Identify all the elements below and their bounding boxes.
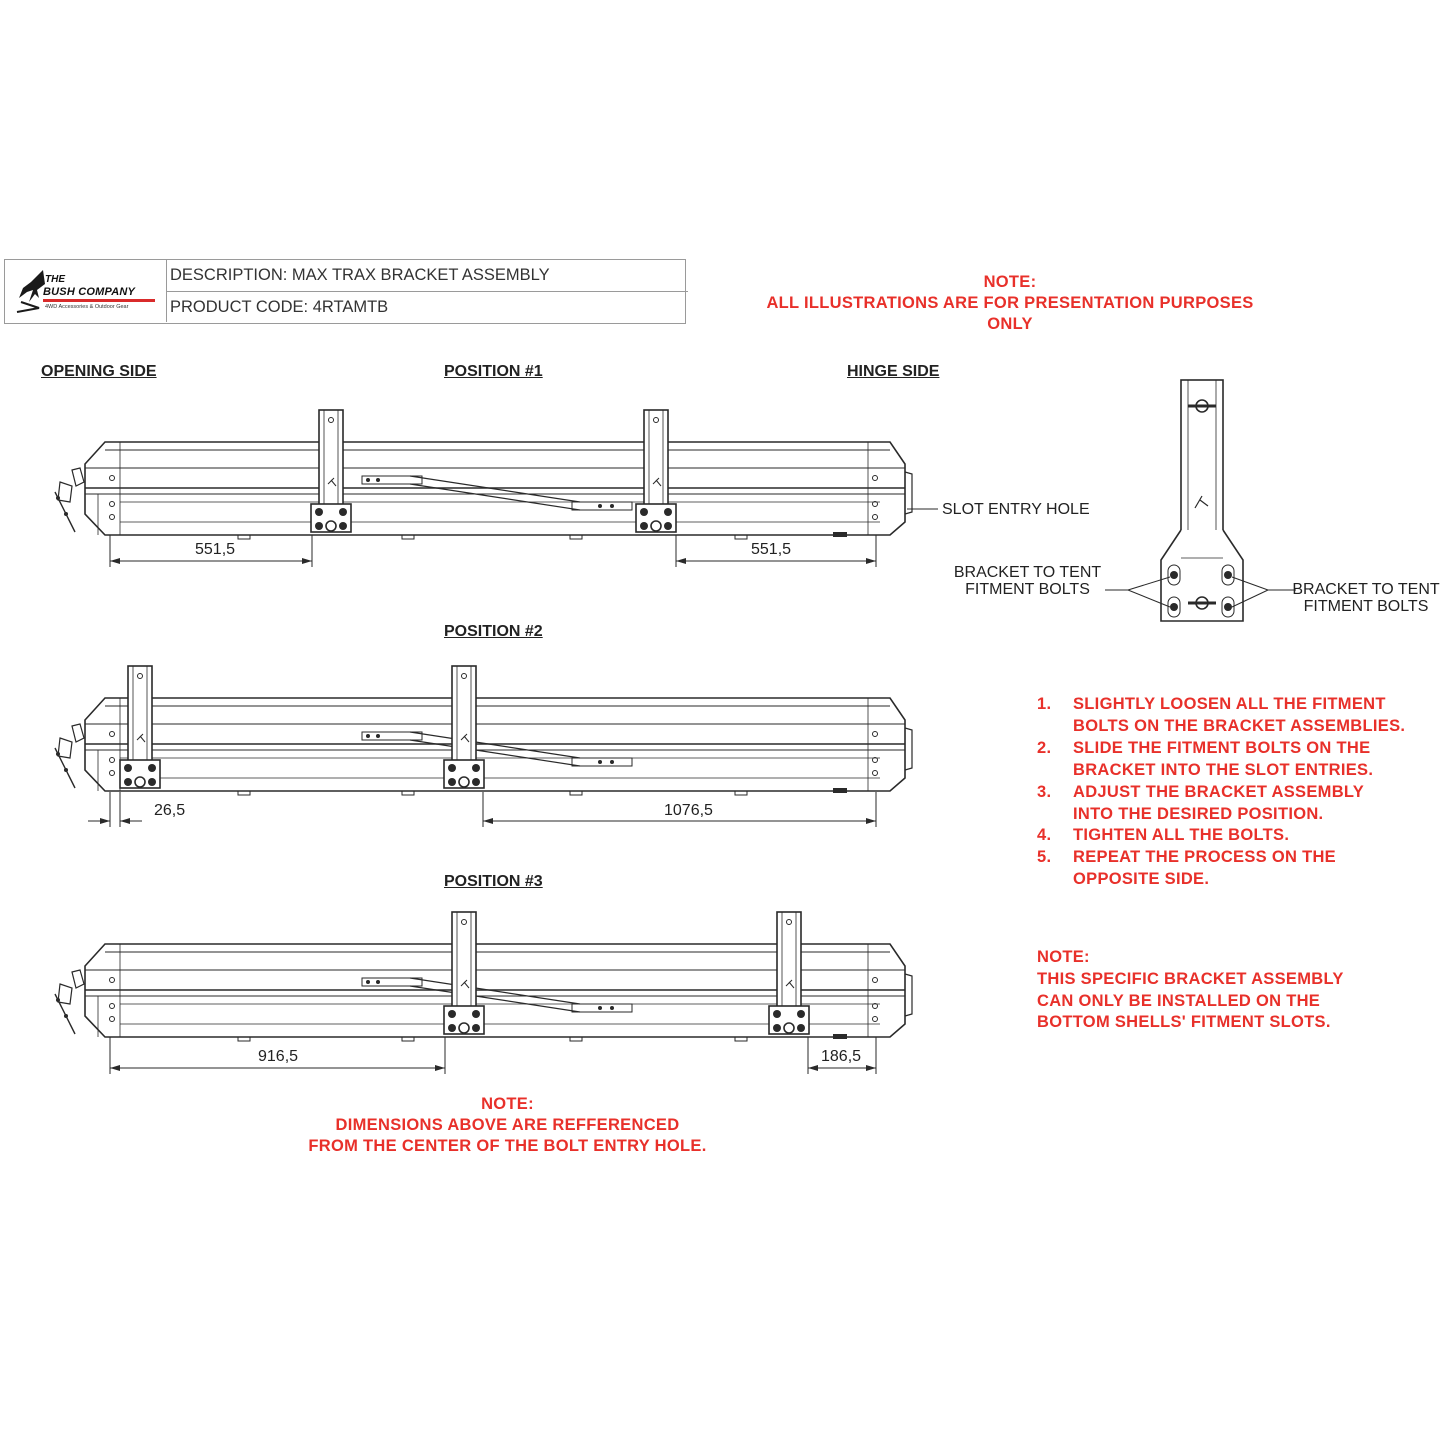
step-5-line2: OPPOSITE SIDE. — [1073, 870, 1210, 888]
step-1-line1: SLIGHTLY LOOSEN ALL THE FITMENT — [1073, 695, 1386, 713]
step-1-number: 1. — [1037, 695, 1052, 713]
bracket-p2-left — [119, 665, 161, 789]
hinge-side-label: HINGE SIDE — [847, 363, 940, 380]
dim-p1-right: 551,5 — [751, 541, 792, 558]
step-3-line2: INTO THE DESIRED POSITION. — [1073, 805, 1324, 823]
dimension-lines-p2 — [88, 792, 877, 827]
title-block: THE BUSH COMPANY 4WD Accessories & Outdo… — [4, 259, 688, 324]
bolts-label-right: BRACKET TO TENT FITMENT BOLTS — [1290, 581, 1442, 615]
bracket-p3-left — [443, 911, 485, 1035]
tent-position-1 — [54, 441, 913, 540]
dim-p3-right: 186,5 — [821, 1048, 862, 1065]
instruction-steps: 1. SLIGHTLY LOOSEN ALL THE FITMENT BOLTS… — [1037, 694, 1437, 894]
bolts-label-left: BRACKET TO TENT FITMENT BOLTS — [950, 564, 1105, 598]
step-3-number: 3. — [1037, 783, 1052, 801]
step-2-line2: BRACKET INTO THE SLOT ENTRIES. — [1073, 761, 1374, 779]
step-5-number: 5. — [1037, 848, 1052, 866]
description-field: DESCRIPTION: MAX TRAX BRACKET ASSEMBLY — [167, 260, 688, 292]
step-1-line2: BOLTS ON THE BRACKET ASSEMBLIES. — [1073, 717, 1406, 735]
step-2-line1: SLIDE THE FITMENT BOLTS ON THE — [1073, 739, 1371, 757]
opening-side-label: OPENING SIDE — [41, 363, 157, 380]
bolts-label-left-line1: BRACKET TO TENT — [953, 564, 1102, 581]
bracket-p3-right — [768, 911, 810, 1035]
position-2-label: POSITION #2 — [444, 623, 543, 640]
bracket-p1-right — [635, 409, 677, 533]
bolts-label-left-line2: FITMENT BOLTS — [965, 581, 1090, 598]
bolts-label-right-line1: BRACKET TO TENT — [1292, 581, 1440, 598]
bolts-label-right-line2: FITMENT BOLTS — [1303, 598, 1429, 615]
top-note-heading: NOTE: — [983, 273, 1037, 291]
bottom-note-line2: FROM THE CENTER OF THE BOLT ENTRY HOLE. — [308, 1137, 707, 1155]
bracket-p2-right — [443, 665, 485, 789]
step-5-line1: REPEAT THE PROCESS ON THE — [1073, 848, 1336, 866]
logo-tagline: 4WD Accessories & Outdoor Gear — [45, 304, 129, 310]
bush-company-logo-icon — [16, 270, 45, 313]
bottom-note: NOTE: DIMENSIONS ABOVE ARE REFFERENCED F… — [280, 1094, 735, 1157]
dim-p1-left: 551,5 — [195, 541, 236, 558]
dim-p3-left: 916,5 — [258, 1048, 299, 1065]
logo-accent-bar — [43, 299, 155, 302]
step-2-number: 2. — [1037, 739, 1052, 757]
dim-p2-right: 1076,5 — [664, 802, 713, 819]
step-3-line1: ADJUST THE BRACKET ASSEMBLY — [1073, 783, 1365, 801]
step-4-number: 4. — [1037, 826, 1052, 844]
dimension-lines-p3 — [109, 1037, 877, 1074]
bracket-detail-view — [1105, 379, 1296, 622]
position-1-label: POSITION #1 — [444, 363, 543, 380]
logo-line1: THE — [45, 274, 65, 285]
slot-entry-hole-label: SLOT ENTRY HOLE — [942, 501, 1090, 518]
side-note-line1: THIS SPECIFIC BRACKET ASSEMBLY — [1037, 969, 1344, 988]
bracket-p1-left — [310, 409, 352, 533]
logo-line2: BUSH COMPANY — [43, 286, 136, 298]
top-note: NOTE: ALL ILLUSTRATIONS ARE FOR PRESENTA… — [760, 272, 1260, 335]
product-code-field: PRODUCT CODE: 4RTAMTB — [170, 298, 389, 316]
side-note-heading: NOTE: — [1037, 948, 1090, 966]
bottom-note-line1: DIMENSIONS ABOVE ARE REFFERENCED — [335, 1116, 680, 1134]
side-note-line2: CAN ONLY BE INSTALLED ON THE — [1037, 991, 1321, 1010]
dim-p2-left: 26,5 — [154, 802, 186, 819]
side-note: NOTE: THIS SPECIFIC BRACKET ASSEMBLY CAN… — [1037, 947, 1344, 1034]
dimension-lines-p1 — [109, 508, 938, 567]
side-note-line3: BOTTOM SHELLS' FITMENT SLOTS. — [1037, 1013, 1331, 1032]
bottom-note-heading: NOTE: — [481, 1095, 534, 1113]
company-logo: THE BUSH COMPANY 4WD Accessories & Outdo… — [5, 260, 167, 322]
step-4-line1: TIGHTEN ALL THE BOLTS. — [1073, 826, 1290, 844]
top-note-text: ALL ILLUSTRATIONS ARE FOR PRESENTATION P… — [766, 294, 1254, 333]
position-3-label: POSITION #3 — [444, 873, 543, 890]
